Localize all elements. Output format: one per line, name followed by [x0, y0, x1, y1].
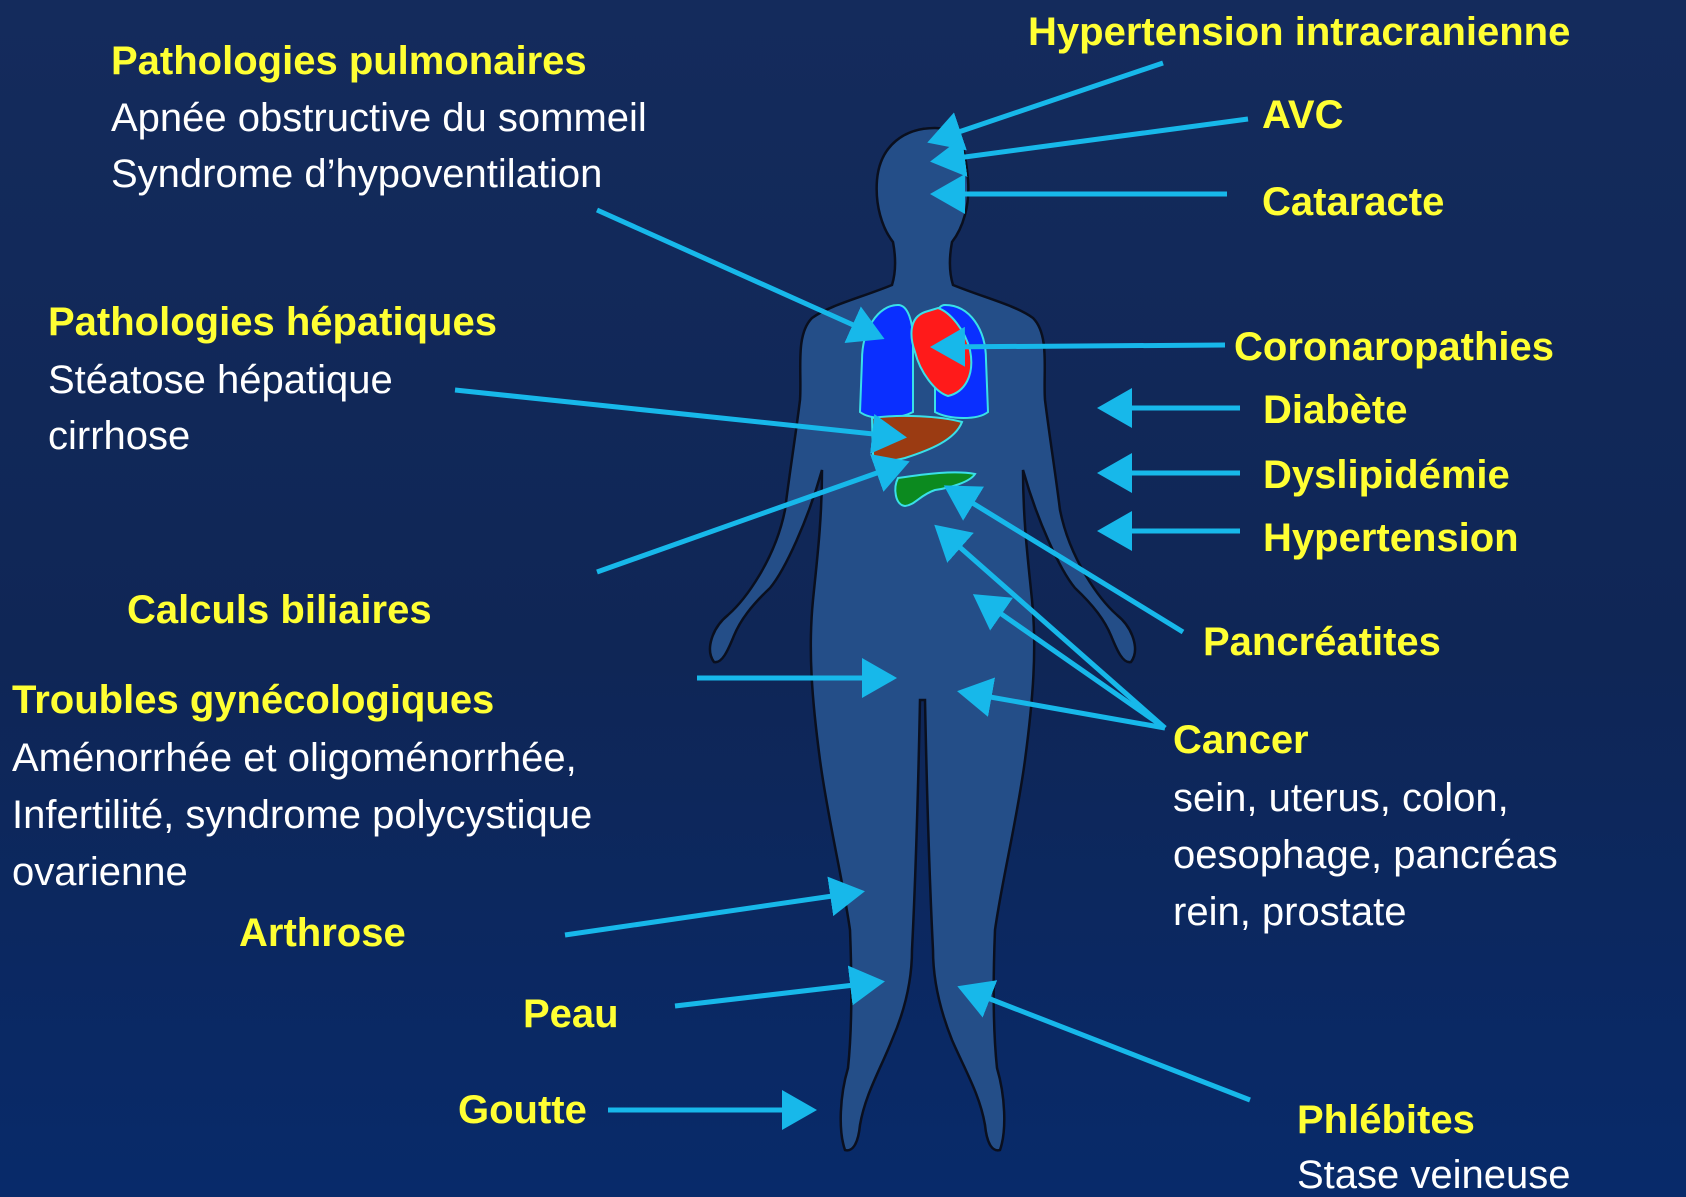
- label-pathologies-hepatiques: Pathologies hépatiques: [48, 302, 497, 342]
- arrow-phlebites: [962, 988, 1250, 1100]
- arrow-coronaropathies: [935, 345, 1225, 347]
- label-cancer: Cancer: [1173, 720, 1309, 760]
- label-hypertension-intracranienne: Hypertension intracranienne: [1028, 12, 1570, 52]
- text-apnee: Apnée obstructive du sommeil: [111, 98, 647, 138]
- label-cataracte: Cataracte: [1262, 182, 1444, 222]
- label-goutte: Goutte: [458, 1090, 587, 1130]
- arrow-arthrose: [565, 892, 860, 935]
- label-phlebites: Phlébites: [1297, 1100, 1475, 1140]
- text-hypoventilation: Syndrome d’hypoventilation: [111, 154, 602, 194]
- label-calculs-biliaires: Calculs biliaires: [127, 590, 432, 630]
- label-hypertension: Hypertension: [1263, 518, 1519, 558]
- label-troubles-gynecologiques: Troubles gynécologiques: [12, 680, 494, 720]
- label-peau: Peau: [523, 994, 619, 1034]
- text-cirrhose: cirrhose: [48, 416, 190, 456]
- label-avc: AVC: [1262, 95, 1343, 135]
- arrow-peau: [675, 982, 880, 1006]
- body-silhouette: [710, 128, 1135, 1150]
- text-cancer-3: rein, prostate: [1173, 892, 1406, 932]
- arrow-pulmonaires: [597, 210, 880, 337]
- text-infertilite: Infertilité, syndrome polycystique: [12, 795, 592, 835]
- label-dyslipidemie: Dyslipidémie: [1263, 455, 1510, 495]
- label-coronaropathies: Coronaropathies: [1234, 327, 1554, 367]
- label-pancreatites: Pancréatites: [1203, 622, 1441, 662]
- text-stase-veineuse: Stase veineuse: [1297, 1155, 1571, 1195]
- text-amenorrhee: Aménorrhée et oligoménorrhée,: [12, 738, 577, 778]
- text-steatose: Stéatose hépatique: [48, 360, 393, 400]
- label-diabete: Diabète: [1263, 390, 1408, 430]
- text-ovarienne: ovarienne: [12, 852, 188, 892]
- label-pathologies-pulmonaires: Pathologies pulmonaires: [111, 41, 587, 81]
- text-cancer-2: oesophage, pancréas: [1173, 835, 1558, 875]
- arrow-hypertension-intracranienne: [932, 63, 1163, 141]
- label-arthrose: Arthrose: [239, 913, 406, 953]
- text-cancer-1: sein, uterus, colon,: [1173, 778, 1509, 818]
